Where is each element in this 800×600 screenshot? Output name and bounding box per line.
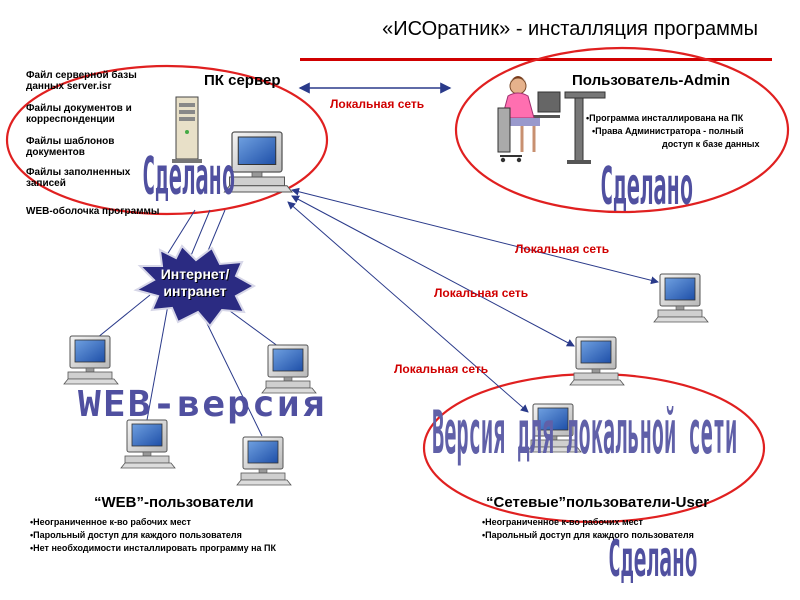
server-label: ПК сервер xyxy=(204,72,281,89)
server-file-2: Файлы документов и корреспонденции xyxy=(26,103,132,125)
admin-bullet-1: •Программа инсталлирована на ПК xyxy=(586,113,744,123)
web-computer-1-icon xyxy=(63,335,119,385)
web-bullet-3: •Нет необходимости инсталлировать програ… xyxy=(30,543,276,553)
network-label-lan-3: Локальная сеть xyxy=(394,362,489,376)
lan-bullet-1: •Неограниченное к-во рабочих мест xyxy=(482,517,643,527)
server-file-3: Файлы шаблонов документов xyxy=(26,136,115,158)
network-label-admin: Локальная сеть xyxy=(330,97,425,111)
admin-bullet-3: доступ к базе данных xyxy=(662,139,760,149)
admin-label: Пользователь-Admin xyxy=(572,72,731,89)
server-file-4: Файлы заполненных записей xyxy=(26,167,131,189)
network-label-lan-2: Локальная сеть xyxy=(434,286,529,300)
internet-burst-icon xyxy=(133,244,257,328)
web-users-label: “WEB”-пользователи xyxy=(94,494,254,511)
server-file-5: WEB-оболочка программы xyxy=(26,206,160,217)
internet-label: Интернет/ интранет xyxy=(140,266,250,300)
lan-computer-1-icon xyxy=(653,273,709,323)
lan-users-label: “Сетевые”пользователи-User xyxy=(486,494,710,511)
admin-user-icon xyxy=(497,76,606,164)
admin-bullet-2: •Права Администратора - полный xyxy=(592,126,744,136)
server-ellipse xyxy=(5,64,329,216)
lan-link-2 xyxy=(291,195,575,347)
web-computer-4-icon xyxy=(236,436,292,486)
page-title: «ИСОратник» - инсталляция программы xyxy=(382,18,758,40)
done-stamp-admin: Сделано xyxy=(600,158,694,218)
done-stamp-server: Сделано xyxy=(142,148,236,208)
lan-link-3 xyxy=(287,201,529,413)
lan-bullet-2: •Парольный доступ для каждого пользовате… xyxy=(482,530,694,540)
server-tower-icon xyxy=(172,96,202,163)
internet-label-line-1: Интернет/ xyxy=(160,266,230,282)
lan-computer-2-icon xyxy=(569,336,625,386)
web-bullet-2: •Парольный доступ для каждого пользовате… xyxy=(30,530,242,540)
lan-version-stamp: Версия для локальной сети xyxy=(432,398,738,468)
web-bullet-1: •Неограниченное к-во рабочих мест xyxy=(30,517,191,527)
web-computer-3-icon xyxy=(120,419,176,469)
done-stamp-lan: Сделано xyxy=(608,530,698,588)
network-label-lan-1: Локальная сеть xyxy=(515,242,610,256)
internet-label-line-2: интранет xyxy=(163,283,227,299)
server-file-1: Файл серверной базы данных server.isr xyxy=(26,70,137,92)
web-version-stamp: WEB-версия xyxy=(78,384,327,425)
